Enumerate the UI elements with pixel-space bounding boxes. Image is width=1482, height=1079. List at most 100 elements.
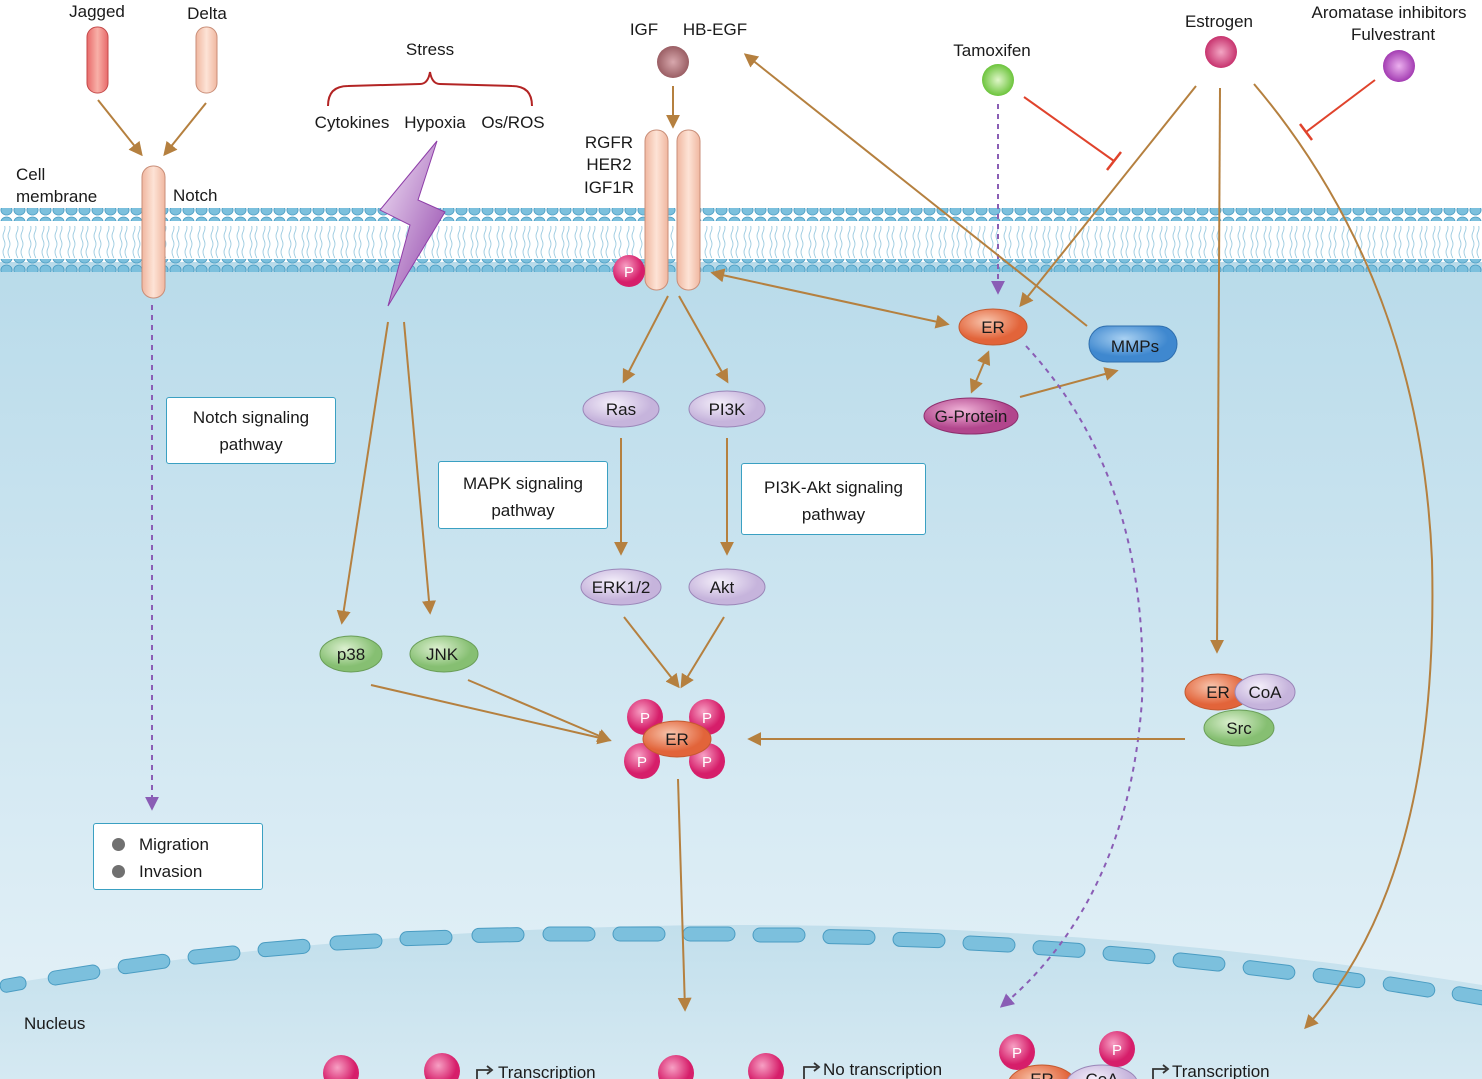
- pi3k-label: PI3K: [709, 400, 747, 419]
- inhibit-tamoxifen: [1023, 96, 1115, 162]
- estrogen-label: Estrogen: [1185, 12, 1253, 31]
- jagged-label: Jagged: [69, 2, 125, 21]
- receptor-label-igf1r: IGF1R: [584, 178, 634, 197]
- delta-ligand: [195, 26, 218, 94]
- no-transcription-arrow-icon: [803, 1066, 817, 1079]
- er-center-label: ER: [665, 730, 689, 749]
- estrogen-ligand: [1205, 36, 1237, 68]
- nuclear-envelope: [0, 926, 1482, 1006]
- arrow-stress-jnk: [403, 321, 436, 615]
- nucleus-p-4: [748, 1053, 784, 1079]
- phospho-receptor: [613, 255, 645, 287]
- arrow-mmps-hbegf: [743, 53, 1088, 327]
- arrow-erk-er: [623, 616, 680, 689]
- jnk-label: JNK: [426, 645, 459, 664]
- os-ros-label: Os/ROS: [481, 113, 544, 132]
- inhibit-aromatase-bar: [1299, 123, 1313, 141]
- no-transcription-label: No transcription: [823, 1060, 942, 1079]
- igf-ligand: [657, 46, 689, 78]
- bullet-icon: [112, 865, 125, 878]
- p-label-3: P: [637, 754, 647, 771]
- arrow-akt-er: [680, 616, 725, 689]
- pi3k-node: [688, 390, 766, 428]
- mapk-pathway-box: MAPK signaling pathway: [438, 461, 608, 529]
- aromatase-drug: [1383, 50, 1415, 82]
- p-label-2: P: [702, 710, 712, 727]
- arrow-p38-er: [370, 684, 612, 745]
- mapk-pathway-line2: pathway: [491, 501, 555, 520]
- transcription-label-1: Transcription: [498, 1063, 596, 1079]
- delta-label: Delta: [187, 4, 227, 23]
- inhibit-tamoxifen-bar: [1106, 151, 1122, 171]
- notch-pathway-line1: Notch signaling: [192, 408, 310, 427]
- aromatase-label-2: Fulvestrant: [1351, 25, 1435, 44]
- arrow-er-nucleus-dashed: [999, 345, 1144, 1008]
- erk-node: [580, 568, 662, 606]
- nucleus-p-6: [1099, 1031, 1135, 1067]
- g-protein-node: [923, 397, 1019, 435]
- nucleus-coa-label: CoA: [1085, 1070, 1119, 1079]
- outcome-box: Migration Invasion: [93, 823, 263, 890]
- coa-label: CoA: [1248, 683, 1282, 702]
- migration-label: Migration: [139, 835, 209, 854]
- akt-label: Akt: [710, 578, 735, 597]
- arrow-delta-notch: [163, 102, 207, 157]
- src-node: [1203, 709, 1275, 747]
- aromatase-label-1: Aromatase inhibitors: [1312, 3, 1467, 22]
- outcome-invasion: Invasion: [94, 858, 262, 885]
- lightning-bolt-icon: [379, 140, 446, 307]
- jnk-node: [409, 635, 479, 673]
- phospho-receptor-label: P: [624, 264, 634, 281]
- cell-membrane-label-2: membrane: [16, 187, 97, 206]
- nucleus-er-node: [1009, 1064, 1075, 1079]
- p38-label: p38: [337, 645, 365, 664]
- arrow-estrogen-nucleus: [1253, 83, 1434, 1030]
- ras-node: [582, 390, 660, 428]
- outcome-migration: Migration: [94, 831, 262, 858]
- receptor-right: [676, 129, 701, 291]
- er-top-node: [958, 308, 1028, 346]
- er-complex-label: ER: [1206, 683, 1230, 702]
- arrow-estrogen-ercoa: [1210, 87, 1225, 654]
- receptor-left: [644, 129, 669, 291]
- bullet-icon: [112, 838, 125, 851]
- erk-label: ERK1/2: [592, 578, 651, 597]
- transcription-arrow-icon-1: [476, 1069, 490, 1079]
- cell-membrane-label-1: Cell: [16, 165, 45, 184]
- cytokines-label: Cytokines: [315, 113, 390, 132]
- mapk-pathway-line1: MAPK signaling: [462, 474, 583, 493]
- arrow-receptor-er: [710, 268, 950, 329]
- igf-label: IGF: [630, 20, 658, 39]
- src-label: Src: [1226, 719, 1252, 738]
- er-center-node: [642, 720, 712, 758]
- pi3k-akt-pathway-box: PI3K-Akt signaling pathway: [741, 463, 926, 535]
- g-protein-label: G-Protein: [935, 407, 1008, 426]
- hb-egf-label: HB-EGF: [683, 20, 747, 39]
- nucleus-p-3: [658, 1055, 694, 1079]
- arrow-er-gprotein: [969, 350, 991, 394]
- arrow-estrogen-er: [1019, 85, 1197, 308]
- nucleus-p-6-label: P: [1112, 1042, 1122, 1059]
- p38-node: [319, 635, 383, 673]
- coa-node: [1234, 673, 1296, 711]
- arrow-receptor-ras: [622, 295, 669, 384]
- arrow-receptor-pi3k: [678, 295, 729, 384]
- nucleus-p-5: [999, 1034, 1035, 1070]
- tamoxifen-drug: [982, 64, 1014, 96]
- arrow-er-nucleus: [677, 778, 692, 1012]
- pi3k-akt-pathway-line1: PI3K-Akt signaling: [764, 478, 903, 497]
- p-label-1: P: [640, 710, 650, 727]
- stress-label: Stress: [406, 40, 454, 59]
- nucleus-label: Nucleus: [24, 1014, 85, 1033]
- receptor-label-rgfr: RGFR: [585, 133, 633, 152]
- tamoxifen-label: Tamoxifen: [953, 41, 1030, 60]
- nucleus-coa-node: [1067, 1064, 1137, 1079]
- mmps-node: [1088, 325, 1178, 363]
- mmps-label: MMPs: [1111, 337, 1159, 356]
- akt-node: [688, 568, 766, 606]
- notch-pathway-box: Notch signaling pathway: [166, 397, 336, 464]
- arrow-jnk-er: [467, 679, 612, 743]
- phospho-er-complex: P P P P ER: [624, 699, 725, 779]
